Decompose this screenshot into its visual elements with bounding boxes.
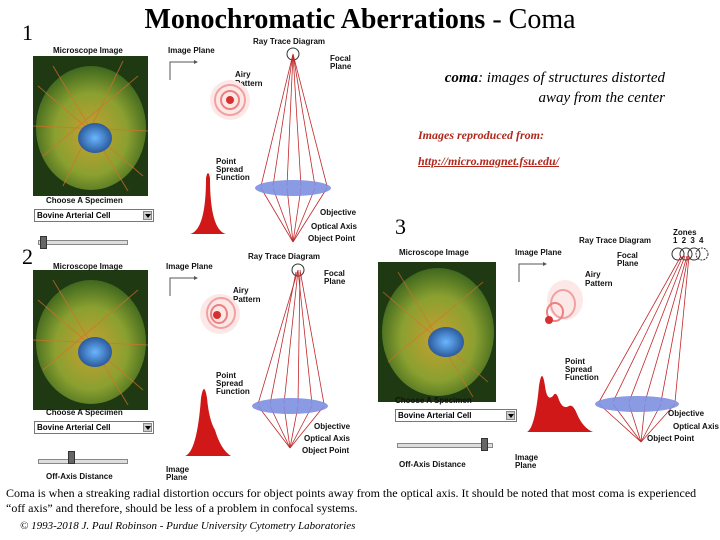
choose-specimen-label-1: Choose A Specimen <box>46 196 123 205</box>
object-point-label-1: Object Point <box>308 234 356 243</box>
ray-trace-label-1: Ray Trace Diagram <box>253 37 326 46</box>
specimen-select-value-2: Bovine Arterial Cell <box>37 423 111 432</box>
source-label: Images reproduced from: <box>418 128 544 142</box>
image-plane-label-3: Image Plane <box>515 248 562 257</box>
image-plane-bottom-label-2: Image Plane <box>166 465 190 482</box>
panel-number-2: 2 <box>22 244 33 269</box>
microscope-image-label-2: Microscope Image <box>53 262 123 271</box>
footer-copyright: © 1993-2018 J. Paul Robinson - Purdue Un… <box>20 520 356 532</box>
slide-number: 1 <box>22 20 33 45</box>
objective-label-3: Objective <box>668 409 705 418</box>
coma-note: coma: images of structures distorted awa… <box>420 68 665 108</box>
microscope-image-2 <box>33 270 148 410</box>
ray-trace-label-2: Ray Trace Diagram <box>248 252 321 261</box>
title-bold: Monochromatic Aberrations <box>144 4 486 35</box>
psf-label-1: Point Spread Function <box>216 157 250 182</box>
zones-label-3: Zones <box>673 228 697 237</box>
ray-trace-diagram-1 <box>255 47 331 243</box>
airy-pattern-label-2: Airy Pattern <box>233 286 261 304</box>
psf-peak-3 <box>527 376 593 432</box>
airy-pattern-image-3 <box>545 280 583 324</box>
image-plane-corner-arrow-2 <box>169 276 198 296</box>
microscope-image-3 <box>378 262 496 402</box>
source-link[interactable]: http://micro.magnet.fsu.edu/ <box>418 154 560 168</box>
airy-pattern-image-1 <box>210 80 250 120</box>
object-point-label-3: Object Point <box>647 434 695 443</box>
zone-numbers-3: 1 2 3 4 <box>673 236 705 245</box>
image-plane-corner-arrow-3 <box>518 262 547 282</box>
objective-label-2: Objective <box>314 422 351 431</box>
off-axis-slider-thumb-2[interactable] <box>68 451 75 464</box>
optical-axis-label-2: Optical Axis <box>304 434 350 443</box>
off-axis-slider-thumb-3[interactable] <box>481 438 488 451</box>
specimen-select-3[interactable]: Bovine Arterial Cell <box>395 409 517 422</box>
microscope-image-label-3: Microscope Image <box>399 248 469 257</box>
image-plane-label-1: Image Plane <box>168 46 215 55</box>
psf-label-3: Point Spread Function <box>565 357 599 382</box>
title-rest: - Coma <box>485 4 576 35</box>
microscope-image-label-1: Microscope Image <box>53 46 123 55</box>
coma-definition: : images of structures distorted away fr… <box>478 70 665 106</box>
choose-specimen-label-2: Choose A Specimen <box>46 408 123 417</box>
off-axis-label-3: Off-Axis Distance <box>399 460 466 469</box>
image-plane-label-2: Image Plane <box>166 262 213 271</box>
specimen-select-value-3: Bovine Arterial Cell <box>398 411 472 420</box>
objective-label-1: Objective <box>320 208 357 217</box>
object-point-label-2: Object Point <box>302 446 350 455</box>
specimen-select-value-1: Bovine Arterial Cell <box>37 211 111 220</box>
psf-peak-1 <box>190 173 226 234</box>
coma-term: coma <box>444 70 479 86</box>
panel-1: Microscope Image Image Plane Ray Trace D… <box>28 37 408 249</box>
microscope-image-1 <box>33 56 148 196</box>
panel-2: Microscope Image Image Plane Ray Trace D… <box>28 250 388 485</box>
caption: Coma is when a streaking radial distorti… <box>6 486 697 515</box>
ray-trace-diagram-2 <box>252 263 328 449</box>
off-axis-label-2: Off-Axis Distance <box>46 472 113 481</box>
off-axis-slider-thumb-1[interactable] <box>40 236 47 249</box>
off-axis-slider-track-1[interactable] <box>38 240 128 245</box>
ray-trace-diagram-3 <box>595 255 690 443</box>
airy-pattern-label-3: Airy Pattern <box>585 270 613 288</box>
chevron-down-icon <box>143 211 152 220</box>
off-axis-slider-track-2[interactable] <box>38 459 128 464</box>
specimen-select-2[interactable]: Bovine Arterial Cell <box>34 421 154 434</box>
chevron-down-icon <box>143 423 152 432</box>
specimen-select-1[interactable]: Bovine Arterial Cell <box>34 209 154 222</box>
airy-pattern-image-2 <box>200 294 240 334</box>
optical-axis-label-3: Optical Axis <box>673 422 719 431</box>
image-plane-bottom-label-3: Image Plane <box>515 453 539 470</box>
psf-peak-2 <box>185 389 231 456</box>
optical-axis-label-1: Optical Axis <box>311 222 357 231</box>
slide-title: Monochromatic Aberrations - Coma <box>0 4 720 36</box>
image-plane-corner-arrow-1 <box>169 60 198 80</box>
airy-pattern-label-1: Airy Pattern <box>235 70 263 88</box>
focal-plane-label-2: Focal Plane <box>324 269 346 286</box>
panel-number-3: 3 <box>395 214 406 239</box>
chevron-down-icon <box>506 411 515 420</box>
panel-3: Microscope Image Image Plane Ray Trace D… <box>375 226 719 476</box>
psf-label-2: Point Spread Function <box>216 371 250 396</box>
focal-plane-label-3: Focal Plane <box>617 251 639 268</box>
focal-plane-label-1: Focal Plane <box>330 54 352 71</box>
ray-trace-label-3: Ray Trace Diagram <box>579 236 652 245</box>
choose-specimen-label-3: Choose A Specimen <box>395 396 472 405</box>
off-axis-slider-track-3[interactable] <box>397 443 493 448</box>
